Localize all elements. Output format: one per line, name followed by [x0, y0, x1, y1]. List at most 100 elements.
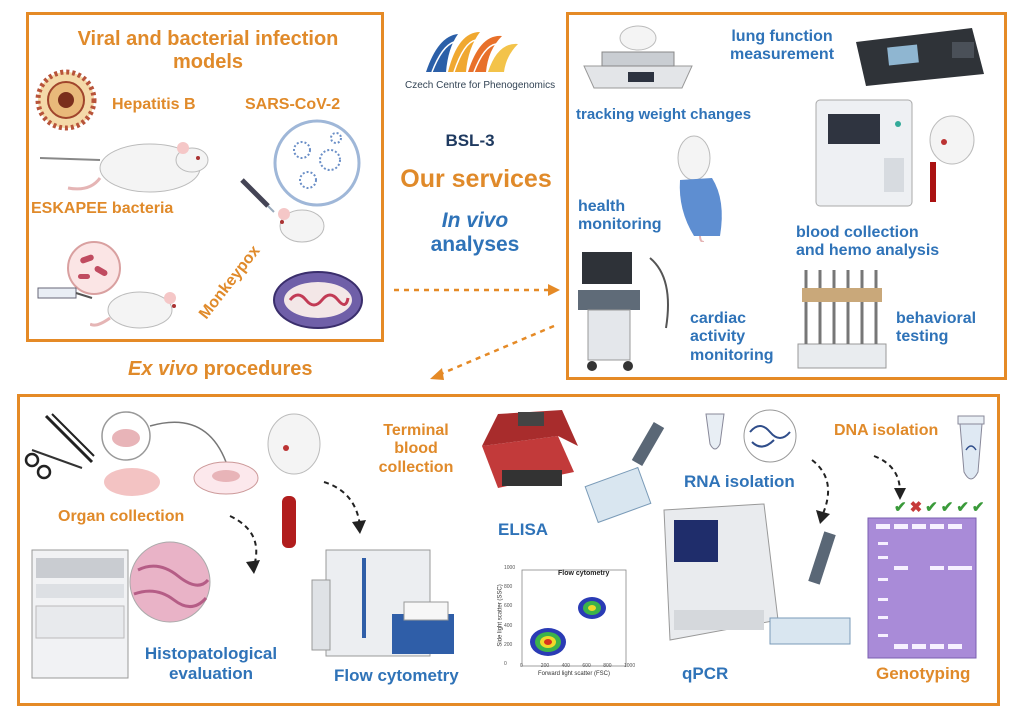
mouse-icon [40, 134, 220, 196]
flow-plot-xlabel: Forward light scatter (FSC) [538, 671, 611, 677]
flow-plot-y-tick: 200 [504, 641, 513, 648]
histo-line2: evaluation [168, 663, 254, 683]
qpcr-machine-icon [654, 500, 784, 650]
flow-plot-x-tick: 200 [540, 663, 550, 669]
pipette-icon [570, 420, 680, 530]
flow-plot-y-tick: 400 [504, 622, 513, 629]
flow-cluster-1 [530, 628, 566, 656]
ccp-logo [418, 28, 528, 76]
check-icon: ✔ [956, 499, 969, 516]
lung-function-label: lung function measurement [712, 28, 852, 65]
dna-isolation-label: DNA isolation [834, 422, 939, 439]
flow-plot-y-tick: 0 [504, 661, 507, 667]
blood-line1: blood collection [796, 224, 919, 241]
flow-cytometer-icon [306, 540, 466, 660]
gel-electrophoresis-icon [866, 516, 978, 660]
lung-line1: lung function [731, 28, 833, 45]
behav-line1: behavioral [896, 310, 977, 327]
logo-text: Czech Centre for Phenogenomics [405, 80, 556, 91]
rna-tube-icon [702, 408, 798, 468]
mouse-icon [90, 284, 190, 332]
flow-plot-title: Flow cytometry [558, 570, 610, 577]
hepatitis-label: Hepatitis B [112, 96, 196, 113]
organ-collection-label: Organ collection [58, 508, 185, 525]
infection-title-line2: models [172, 51, 244, 73]
check-icon: ✔ [971, 499, 985, 516]
health-line1: health [578, 198, 626, 215]
check-icon: ✔ [925, 499, 938, 516]
plethysmograph-icon [852, 24, 988, 90]
histopathological-label: Histopatological evaluation [136, 644, 286, 683]
terminal-line2: blood [394, 440, 438, 458]
infection-models-panel [26, 12, 384, 342]
flow-plot-y-tick: 600 [504, 603, 513, 610]
health-monitoring-label: health monitoring [578, 198, 662, 235]
our-services-heading: Our services [400, 165, 552, 193]
flow-plot-x-tick: 400 [561, 663, 570, 669]
weighing-scale-icon [578, 22, 698, 94]
ex-vivo-heading: Ex vivo procedures [128, 358, 313, 381]
dna-tube-icon [956, 414, 986, 488]
weight-label: tracking weight changes [576, 106, 752, 123]
cardiac-line2: activity [690, 328, 746, 346]
mouse-terminal-icon [262, 410, 326, 550]
terminal-line3: collection [378, 458, 454, 476]
arrow-to-ex-vivo [420, 322, 560, 384]
qpcr-label: qPCR [682, 664, 729, 683]
behav-line2: testing [896, 328, 949, 346]
organ-dissection-icon [96, 410, 262, 500]
ex-vivo-panel [17, 394, 1000, 706]
flow-plot-x-tick: 800 [603, 663, 612, 669]
cardiac-label: cardiac activity monitoring [690, 310, 774, 365]
blood-collection-label: blood collection and hemo analysis [796, 224, 939, 261]
histo-line1: Histopatological [144, 644, 278, 663]
syringe-icon [34, 282, 94, 306]
bsl-level: BSL-3 [445, 131, 495, 150]
elisa-reader-icon [478, 406, 608, 496]
infection-title-line1: Viral and bacterial infection [77, 28, 339, 50]
arrow-icon [870, 452, 910, 502]
cardiac-line1: cardiac [690, 310, 747, 327]
health-line2: monitoring [578, 216, 662, 234]
ultrasound-machine-icon [570, 248, 690, 374]
cardiac-line3: monitoring [690, 346, 774, 364]
check-icon: ✔ [894, 499, 907, 516]
arrow-icon [320, 478, 370, 538]
arrow-to-in-vivo [392, 280, 562, 300]
cross-icon: ✖ [909, 499, 923, 516]
flow-plot-x-tick: 0 [520, 663, 523, 669]
sars-label: SARS-CoV-2 [245, 96, 341, 113]
bacteria-icon [66, 240, 122, 296]
genotyping-label: Genotyping [876, 664, 971, 683]
behavioral-testing-label: behavioral testing [896, 310, 976, 347]
flow-plot-x-tick: 1000 [624, 663, 636, 669]
flow-cytometry-plot: Flow cytometry Forward light scatter (FS… [498, 560, 636, 680]
hepatitis-virus-icon [34, 68, 98, 132]
sars-cov-2-icon [272, 118, 362, 208]
terminal-line1: Terminal [383, 422, 449, 439]
mouse-held-icon [660, 130, 732, 242]
tissue-processor-icon [28, 546, 132, 682]
flow-plot-y-tick: 800 [504, 584, 513, 591]
elisa-label: ELISA [498, 520, 549, 539]
mouse-icon [268, 200, 332, 248]
genotyping-marks: ✔✖✔✔✔✔ [894, 498, 984, 517]
arrow-icon [224, 512, 268, 576]
terminal-blood-label: Terminal blood collection [366, 422, 466, 477]
in-vivo-rest: analyses [430, 233, 520, 257]
flow-cluster-2 [578, 597, 606, 619]
ex-vivo-italic: Ex vivo [128, 358, 199, 380]
arrow-icon [802, 456, 842, 526]
blood-line2: and hemo analysis [796, 242, 940, 260]
histology-slide-icon [128, 540, 212, 624]
behavioral-apparatus-icon [794, 264, 890, 374]
ex-vivo-rest: procedures [203, 358, 313, 380]
flow-plot-x-tick: 600 [582, 663, 591, 669]
scissors-tweezers-icon [22, 410, 98, 482]
eskapee-label: ESKAPEE bacteria [31, 200, 174, 217]
pcr-pipette-icon [760, 530, 860, 650]
lung-line2: measurement [729, 46, 835, 64]
flow-cytometry-label: Flow cytometry [334, 666, 459, 685]
in-vivo-panel [566, 12, 1007, 380]
mouse-blood-collection-icon [920, 112, 982, 208]
